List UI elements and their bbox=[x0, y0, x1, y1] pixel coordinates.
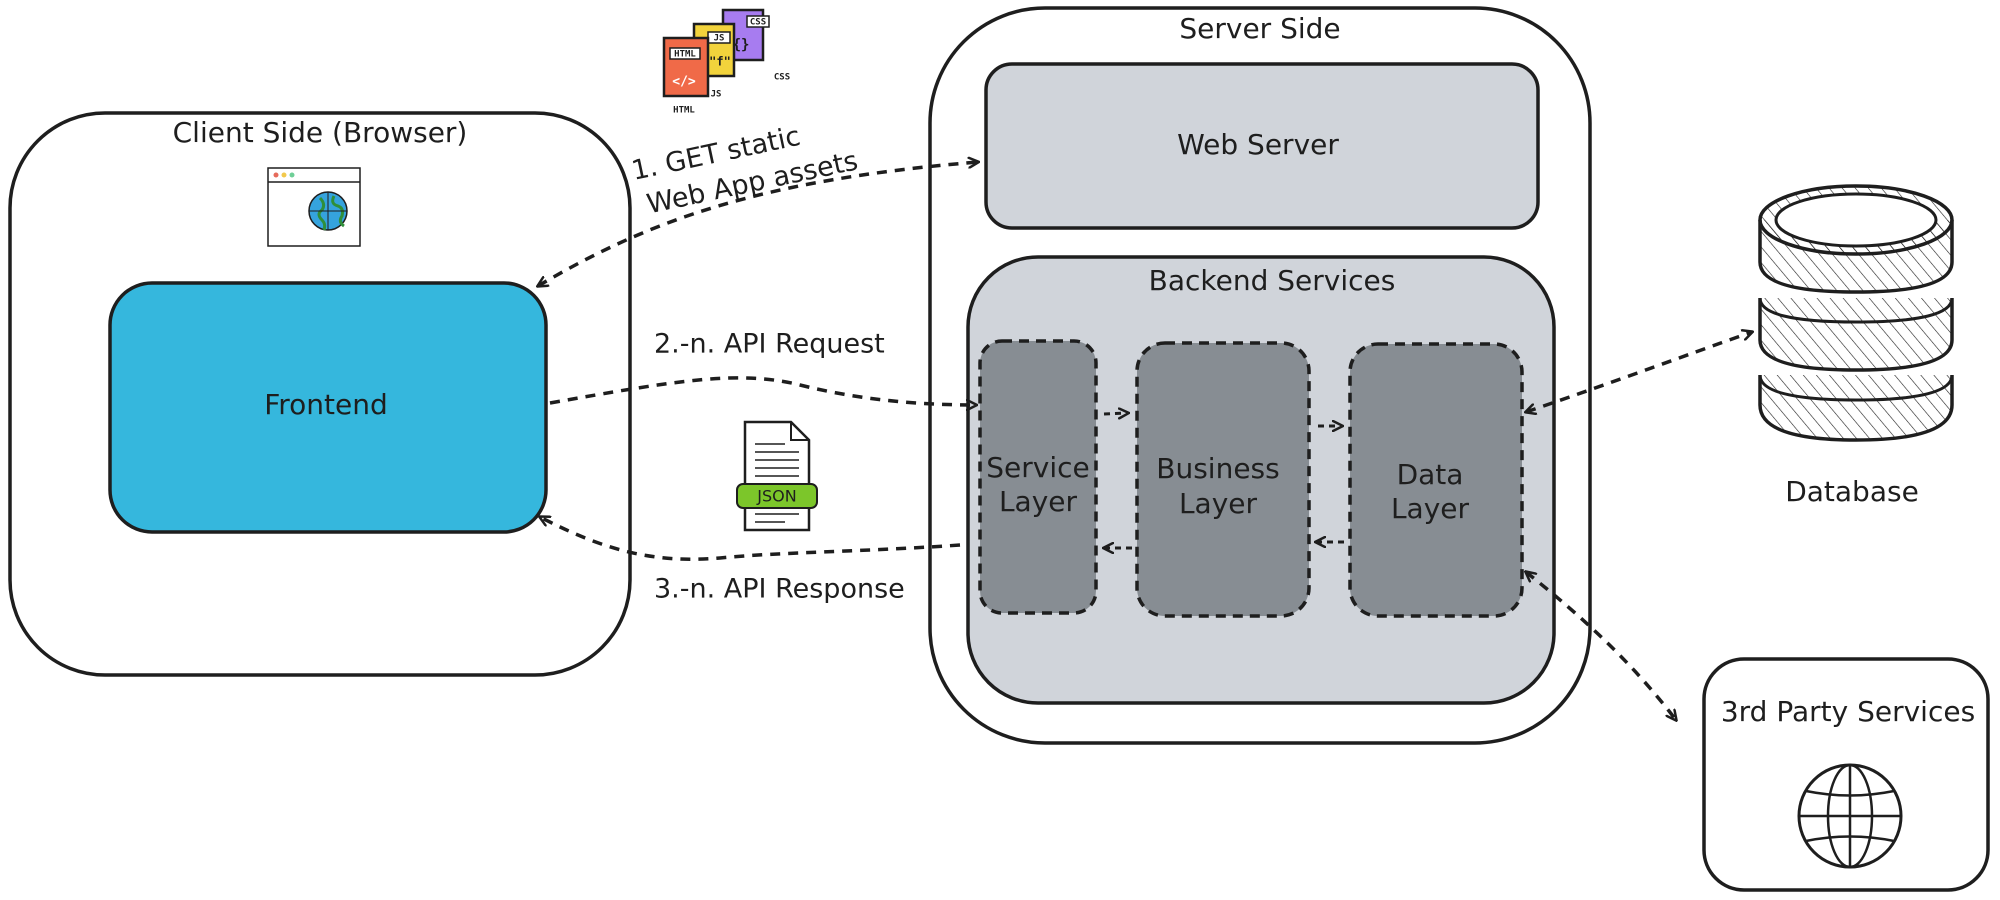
html-file-icon: HTML </> HTML bbox=[662, 36, 710, 116]
api-response-label: 3.-n. API Response bbox=[654, 574, 905, 605]
svg-text:JS: JS bbox=[714, 34, 725, 44]
json-tag-label: JSON bbox=[756, 487, 796, 506]
server-side-container: Server Side Web Server Backend Services … bbox=[928, 6, 1592, 745]
svg-text:</>: </> bbox=[672, 75, 696, 90]
svg-text:{}: {} bbox=[733, 37, 750, 53]
api-request-arrow bbox=[549, 376, 976, 405]
service-layer-label-line1: Service bbox=[986, 451, 1089, 484]
backend-services-box: Backend Services Service Layer Business … bbox=[966, 255, 1556, 705]
service-layer-label-line2: Layer bbox=[999, 485, 1078, 518]
svg-text:HTML: HTML bbox=[673, 106, 695, 116]
business-layer-box: Business Layer bbox=[1135, 341, 1311, 618]
client-side-title: Client Side (Browser) bbox=[173, 116, 468, 149]
data-to-third-party-arrow bbox=[1526, 572, 1676, 720]
data-layer-label-line1: Data bbox=[1397, 458, 1464, 491]
web-server-label: Web Server bbox=[1177, 128, 1339, 161]
backend-services-title: Backend Services bbox=[1149, 264, 1396, 297]
data-to-database-arrow bbox=[1526, 332, 1752, 412]
api-request-label: 2.-n. API Request bbox=[654, 329, 885, 360]
business-layer-label-line2: Layer bbox=[1179, 487, 1258, 520]
get-assets-label: 1. GET static Web App assets bbox=[629, 121, 861, 221]
frontend-label: Frontend bbox=[264, 388, 388, 421]
globe-icon bbox=[1797, 763, 1903, 869]
service-to-business-arrow bbox=[1103, 413, 1128, 414]
svg-text:CSS: CSS bbox=[750, 18, 766, 28]
third-party-services-label: 3rd Party Services bbox=[1721, 695, 1975, 728]
data-layer-label-line2: Layer bbox=[1391, 492, 1470, 525]
service-layer-box: Service Layer bbox=[978, 339, 1098, 615]
web-assets-icon: CSS {} CSS JS "f" JS HTML </> HTML bbox=[662, 8, 790, 116]
data-layer-box: Data Layer bbox=[1348, 342, 1524, 618]
server-side-title: Server Side bbox=[1179, 12, 1340, 45]
web-server-box: Web Server bbox=[984, 62, 1540, 230]
json-document-icon: JSON bbox=[736, 420, 818, 532]
frontend-box: Frontend bbox=[108, 281, 548, 534]
database-cylinder-icon bbox=[1758, 184, 1954, 442]
business-layer-label-line1: Business bbox=[1156, 452, 1279, 485]
svg-text:CSS: CSS bbox=[774, 73, 790, 83]
svg-text:"f": "f" bbox=[709, 55, 731, 69]
third-party-services-box: 3rd Party Services bbox=[1702, 657, 1990, 892]
svg-text:JS: JS bbox=[711, 90, 722, 100]
svg-text:HTML: HTML bbox=[674, 50, 696, 60]
database-label: Database bbox=[1785, 475, 1919, 508]
api-response-arrow bbox=[540, 517, 961, 561]
client-side-container: Client Side (Browser) Frontend bbox=[8, 111, 632, 677]
browser-window-icon bbox=[267, 167, 361, 247]
